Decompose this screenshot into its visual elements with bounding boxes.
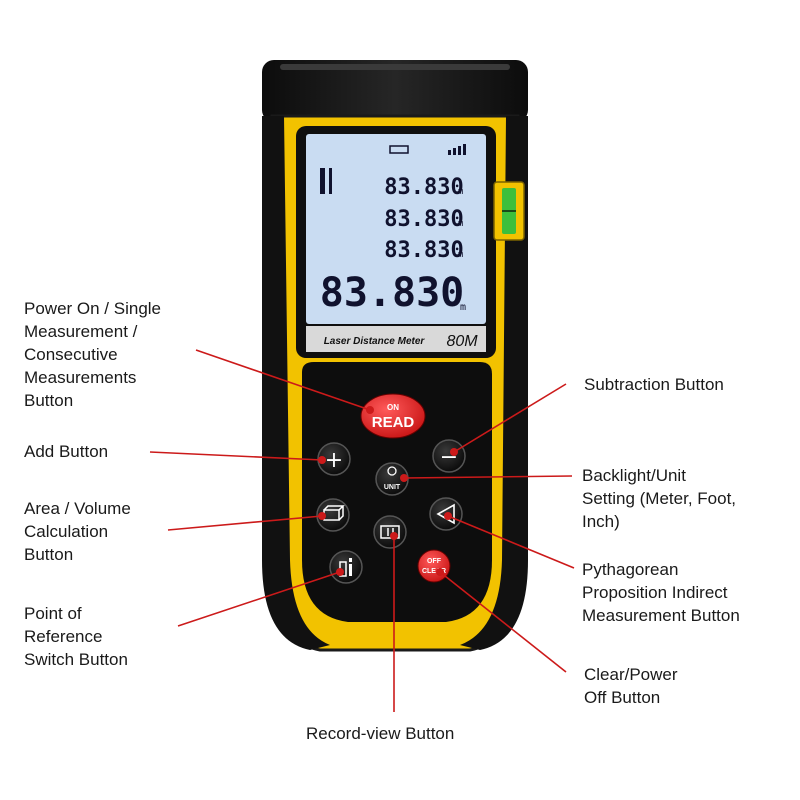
callout-add: Add Button xyxy=(24,440,108,463)
callout-line: Measurement / xyxy=(24,322,138,341)
clear-button[interactable]: OFF CLEAR xyxy=(417,549,451,583)
area-volume-button[interactable] xyxy=(316,498,350,532)
model-label-plate xyxy=(306,326,486,352)
subtract-button-symbol: − xyxy=(440,445,458,470)
read-button-top-label: ON xyxy=(387,403,399,412)
callout-line: Inch) xyxy=(582,512,620,531)
backlight-icon xyxy=(387,466,397,476)
callout-line: Add Button xyxy=(24,442,109,461)
reference-switch-button[interactable] xyxy=(329,550,363,584)
signal-bar xyxy=(458,146,461,155)
lcd-unit-3: m xyxy=(458,250,463,260)
callout-line: Area / Volume xyxy=(24,499,131,518)
callout-line: Measurement Button xyxy=(582,606,740,625)
callout-line: Record-view Button xyxy=(306,724,455,743)
callout-line: Clear/Power xyxy=(584,665,678,684)
signal-bar xyxy=(463,144,466,155)
read-button[interactable]: ON READ xyxy=(360,393,426,439)
record-view-button[interactable] xyxy=(373,515,407,549)
add-button[interactable]: + xyxy=(317,442,351,476)
callout-line: Measurements xyxy=(24,368,137,387)
callout-line: Calculation xyxy=(24,522,109,541)
clear-button-label: CLEAR xyxy=(422,568,446,575)
area-volume-icon-edge xyxy=(323,505,345,521)
lcd-reading-2: 83.830 xyxy=(384,207,463,232)
callout-pythagorean: Pythagorean Proposition Indirect Measure… xyxy=(582,558,740,627)
lcd-main-reading: 83.830 xyxy=(320,270,465,316)
device-top-stripe xyxy=(280,64,510,70)
callout-line: Setting (Meter, Foot, xyxy=(582,489,737,508)
model-label: Laser Distance Meter xyxy=(324,336,426,347)
callout-line: Backlight/Unit xyxy=(582,466,686,485)
callout-area-volume: Area / Volume Calculation Button xyxy=(24,497,131,566)
callout-line: Subtraction Button xyxy=(584,375,724,394)
lcd-reading-1: 83.830 xyxy=(384,175,463,200)
signal-bar xyxy=(448,150,451,155)
lcd-reading-3: 83.830 xyxy=(384,238,463,263)
callout-subtraction: Subtraction Button xyxy=(584,373,724,396)
add-button-symbol: + xyxy=(325,448,343,473)
lcd-unit-1: m xyxy=(458,187,463,197)
callout-line: Off Button xyxy=(584,688,661,707)
lcd-screen xyxy=(306,134,486,324)
signal-bar xyxy=(453,148,456,155)
callout-line: Button xyxy=(24,545,74,564)
read-button-label: READ xyxy=(372,414,415,431)
callout-record-view: Record-view Button xyxy=(306,722,454,745)
reference-icon-dot xyxy=(349,558,352,562)
reference-indicator-icon xyxy=(329,168,332,194)
callout-line: Pythagorean xyxy=(582,560,679,579)
reference-icon-bar xyxy=(349,564,352,576)
callout-line: Button xyxy=(24,391,74,410)
subtract-button[interactable]: − xyxy=(432,439,466,473)
range-label: 80M xyxy=(446,333,478,350)
reference-indicator-icon xyxy=(320,168,325,194)
callout-line: Switch Button xyxy=(24,650,128,669)
callout-line: Reference xyxy=(24,627,103,646)
lcd-main-unit: m xyxy=(460,302,466,313)
callout-power-on: Power On / Single Measurement / Consecut… xyxy=(24,297,161,412)
unit-button[interactable]: UNIT xyxy=(375,462,409,496)
callout-backlight: Backlight/Unit Setting (Meter, Foot, Inc… xyxy=(582,464,736,533)
callout-line: Consecutive xyxy=(24,345,118,364)
callout-line: Point of xyxy=(24,604,82,623)
callout-line: Power On / Single xyxy=(24,299,162,318)
callout-clear-power-off: Clear/Power Off Button xyxy=(584,663,678,709)
unit-button-label: UNIT xyxy=(384,484,401,491)
callout-reference: Point of Reference Switch Button xyxy=(24,602,128,671)
pythagorean-button[interactable] xyxy=(429,497,463,531)
device-top-cap xyxy=(262,60,528,122)
callout-line: Proposition Indirect xyxy=(582,583,728,602)
battery-icon xyxy=(389,145,409,154)
lcd-unit-2: m xyxy=(458,219,463,229)
clear-button-top-label: OFF xyxy=(427,558,442,565)
